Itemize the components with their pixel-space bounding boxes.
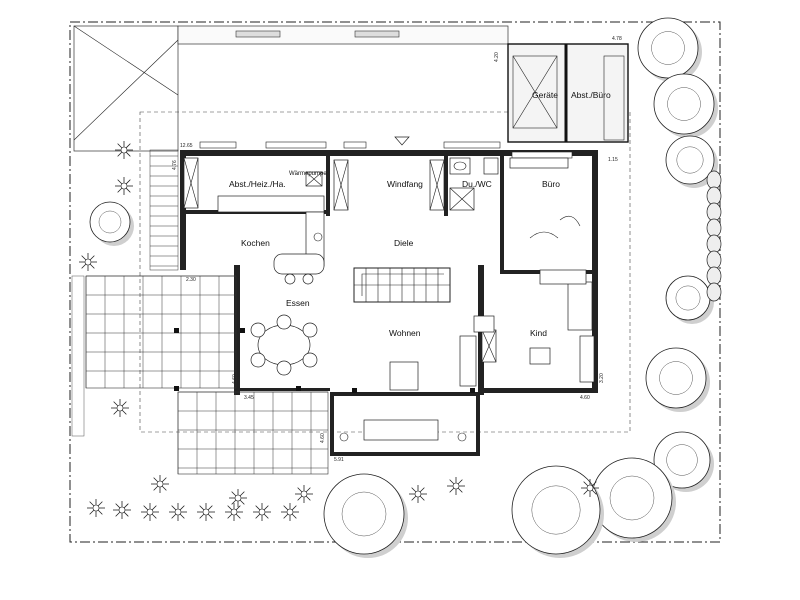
dim-460b: 4.60 xyxy=(320,433,326,443)
room-label-kochen: Kochen xyxy=(241,238,270,248)
room-label-kind: Kind xyxy=(530,328,547,338)
room-label-abst-buero: Abst./Büro xyxy=(571,90,611,100)
storage-shelves xyxy=(183,157,445,211)
dim-230: 2.30 xyxy=(186,277,196,283)
dim-115: 1.15 xyxy=(608,157,618,163)
office-kid-furniture xyxy=(473,157,595,383)
dim-478: 4.78 xyxy=(612,36,622,42)
room-label-du-wc: Du./WC xyxy=(462,179,492,189)
carport-area xyxy=(73,25,509,152)
terrace-columns xyxy=(174,328,475,393)
dim-476: 4.76 xyxy=(172,160,178,170)
left-garden-path xyxy=(71,149,179,437)
dining-table-set xyxy=(250,314,318,376)
annex-block xyxy=(507,43,629,143)
dim-1265: 12.65 xyxy=(180,143,193,149)
dim-460c: 4.60 xyxy=(580,395,590,401)
room-label-waermepumpe: Wärmepumpe xyxy=(289,171,327,177)
dim-345: 3.45 xyxy=(244,395,254,401)
dim-460a: 4.60 xyxy=(232,374,238,384)
top-windows xyxy=(199,136,573,159)
room-label-buero: Büro xyxy=(542,179,560,189)
dim-591: 5.91 xyxy=(334,457,344,463)
building-setback-line xyxy=(139,111,631,433)
room-label-abst-heiz: Abst./Heiz./Ha. xyxy=(229,179,286,189)
kitchen-counters xyxy=(217,195,325,285)
dim-420: 4.20 xyxy=(494,52,500,62)
room-label-geraete: Geräte xyxy=(532,90,558,100)
terrace-tiles xyxy=(85,275,329,475)
room-label-diele: Diele xyxy=(394,238,414,248)
bathroom-fixtures xyxy=(449,157,499,211)
staircase xyxy=(353,267,451,303)
room-label-essen: Essen xyxy=(286,298,310,308)
dim-320: 3.20 xyxy=(599,373,605,383)
living-furniture xyxy=(339,329,497,442)
shrub-row xyxy=(79,141,599,521)
garden-trees xyxy=(89,17,722,558)
room-label-windfang: Windfang xyxy=(387,179,423,189)
room-label-wohnen: Wohnen xyxy=(389,328,421,338)
